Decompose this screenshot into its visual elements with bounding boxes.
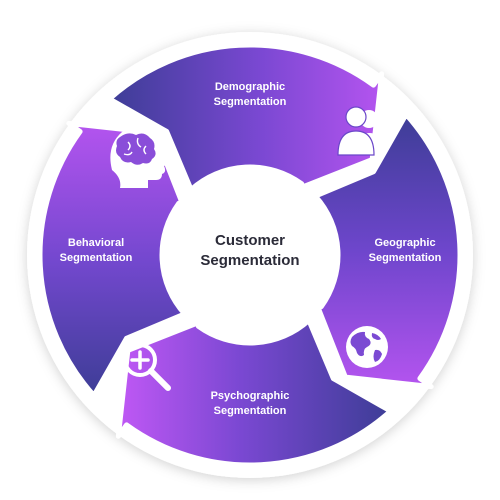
center-title-line1: Customer	[215, 232, 285, 249]
magnifier-plus-icon	[123, 343, 171, 391]
people-icon	[337, 106, 384, 156]
segment-arcs	[37, 42, 463, 468]
segment-label-psychographic-line2: Segmentation	[214, 405, 287, 417]
segment-label-demographic-line2: Segmentation	[214, 96, 287, 108]
segment-label-geographic-line2: Segmentation	[369, 252, 442, 264]
center-title-line2: Segmentation	[200, 252, 299, 269]
segment-label-behavioral-line1: Behavioral	[68, 237, 124, 249]
brain-head-icon	[110, 125, 170, 188]
center-circle	[162, 167, 338, 343]
segment-label-behavioral-line2: Segmentation	[60, 252, 133, 264]
segment-label-geographic-line1: Geographic	[374, 237, 435, 249]
segment-label-demographic-line1: Demographic	[215, 81, 285, 93]
segment-label-psychographic-line1: Psychographic	[211, 390, 290, 402]
globe-icon	[346, 326, 388, 368]
